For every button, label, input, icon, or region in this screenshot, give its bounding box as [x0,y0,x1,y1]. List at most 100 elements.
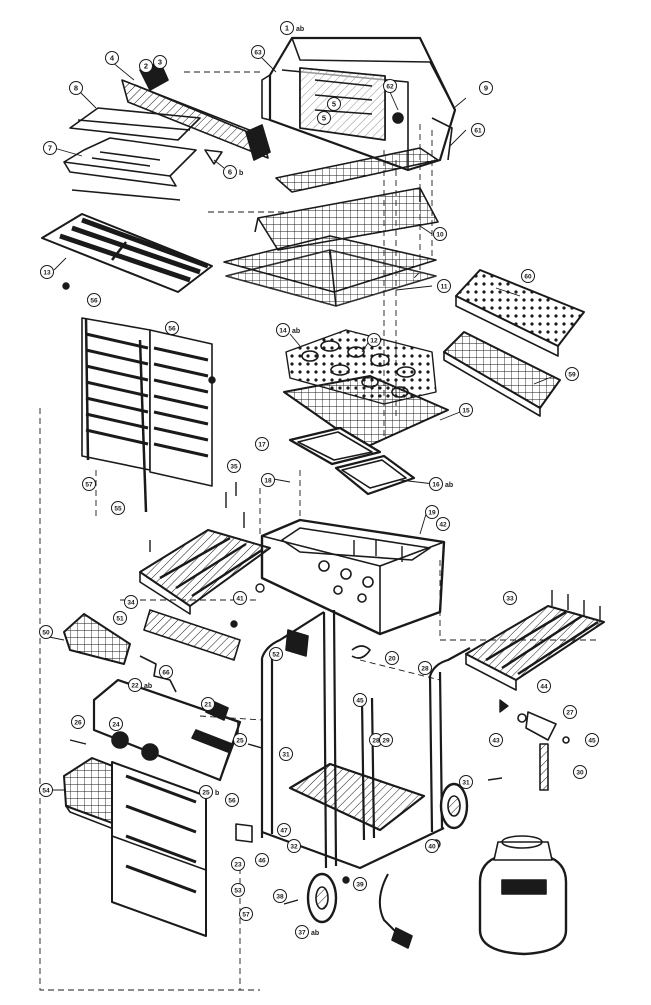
burners [288,426,416,496]
callout-bubble [385,651,399,665]
callout-bubble [201,697,215,711]
callout-c27: 27 [563,705,577,719]
callout-number: 34 [127,600,135,607]
callout-number: 57 [242,912,250,919]
lid [261,36,457,172]
callout-number: 40 [428,844,436,851]
callout-bubble [383,79,397,93]
callout-bubble [521,269,535,283]
callout-number: 43 [492,738,500,745]
callout-number: 42 [439,522,447,529]
callout-bubble [479,81,493,95]
callout-number: 28 [372,738,380,745]
left-side-shelf [139,529,271,615]
right-side-shelf [465,605,605,691]
callout-bubble [231,857,245,871]
callout-bubble [261,473,275,487]
callout-bubble [255,437,269,451]
callout-bubble [353,877,367,891]
callout-bubble [563,705,577,719]
callout-c8: 8 [69,81,83,95]
front-rail [143,609,241,661]
callout-suffix: ab [311,930,319,937]
callout-number: 41 [236,596,244,603]
rack-bracket [204,149,223,165]
callout-c24: 24 [109,717,123,731]
callout-c9: 9 [479,81,493,95]
callout-number: 63 [254,50,262,57]
callout-c22: 22 ab [128,678,152,692]
callout-suffix: ab [296,26,304,33]
callout-c56b: 56 [165,321,179,335]
callout-number: 5 [332,100,336,109]
callout-bubble [233,733,247,747]
callout-number: 46 [258,858,266,865]
callout-bubble [87,293,101,307]
callout-c63: 63 [251,45,265,59]
callout-number: 16 [432,482,440,489]
callout-number: 53 [234,888,242,895]
callout-number: 2 [144,62,148,71]
callout-number: 45 [356,698,364,705]
callout-bubble [109,717,123,731]
callout-c53: 53 [231,883,245,897]
callout-c33: 33 [503,591,517,605]
callout-number: 21 [204,702,212,709]
callout-suffix: ab [445,482,453,489]
hose-clip [351,645,371,659]
callout-bubble [437,279,451,293]
callout-number: 50 [42,630,50,637]
callout-suffix: ab [292,328,300,335]
callout-number: 55 [114,506,122,513]
callout-number: 6 [228,168,232,177]
warming-shelf [63,107,201,201]
callout-c38: 38 [273,889,287,903]
callout-number: 22 [131,683,139,690]
gas-hose [378,873,411,941]
callout-number: 56 [228,798,236,805]
callout-number: 54 [42,788,50,795]
callout-bubble [39,783,53,797]
callout-number: 35 [230,464,238,471]
fasteners [62,282,601,905]
callout-bubble [231,883,245,897]
callout-c29: 29 [379,733,393,747]
callout-bubble [139,59,153,73]
callout-suffix: ab [144,683,152,690]
callout-bubble [471,123,485,137]
callout-c50: 50 [39,625,53,639]
callout-number: 7 [48,144,52,153]
callout-bubble [227,459,241,473]
callout-bubble [199,785,213,799]
callout-c16: 16 ab [429,477,453,491]
callout-bubble [43,141,57,155]
callout-number: 45 [588,738,596,745]
callout-c21: 21 [201,697,215,711]
callout-suffix: b [239,170,243,177]
callout-c11: 11 [437,279,451,293]
callout-c37: 37 ab [295,925,319,939]
callout-bubble [223,165,237,179]
callout-number: 30 [576,770,584,777]
callout-number: 19 [428,510,436,517]
valve-bracket [285,629,309,657]
callout-bubble [353,693,367,707]
callout-number: 37 [298,930,306,937]
condiment-basket [455,269,585,357]
warming-grid [254,147,439,251]
callout-bubble [573,765,587,779]
briquette-grate [41,213,213,293]
callout-bubble [279,747,293,761]
callout-number: 5 [322,114,326,123]
callout-number: 31 [462,780,470,787]
callout-number: 62 [386,84,394,91]
callout-c59: 59 [565,367,579,381]
callout-number: 15 [462,408,470,415]
callout-c35: 35 [227,459,241,473]
callout-bubble [225,793,239,807]
callout-c13: 13 [40,265,54,279]
